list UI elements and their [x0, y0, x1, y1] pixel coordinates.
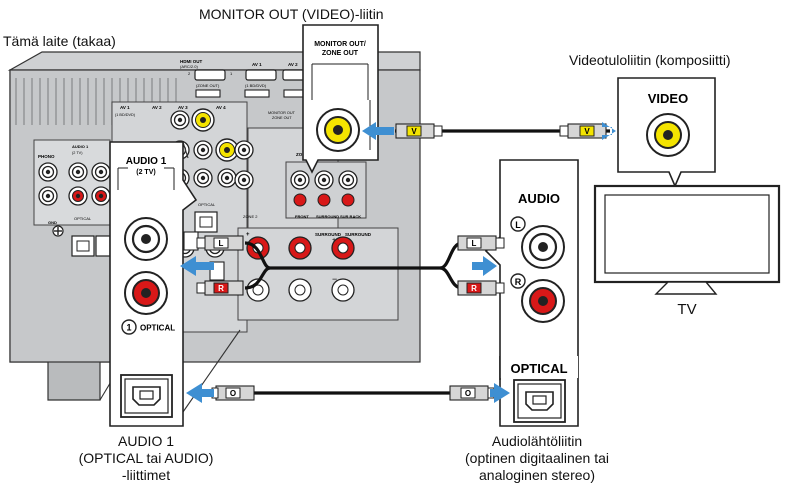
phono-label: PHONO [38, 154, 55, 159]
av1-sub-label-2: (1 BD/DVD) [115, 113, 136, 117]
optical-small-mid-label: OPTICAL [198, 202, 216, 207]
audio-out-optical-jack[interactable] [513, 379, 566, 423]
av1-label: AV 1 [120, 105, 130, 110]
optical-plug-label-2: O [465, 389, 471, 398]
optical-cable: O O [211, 385, 495, 401]
audio1-small-sub-label: (2 TV) [72, 151, 83, 155]
tv-illustration [593, 184, 781, 295]
signal-arrows [180, 122, 616, 403]
video-plug-left-label: V [411, 127, 417, 136]
left-plug-label-2: L [472, 239, 477, 248]
audio-out-r-mark: R [515, 277, 522, 287]
audio1-caption-line-1: AUDIO 1 [117, 433, 175, 449]
audio1-optical-jack[interactable] [120, 374, 173, 418]
surround-small-label: SURROUND [316, 214, 339, 219]
speaker-minus-mark: − [332, 274, 337, 284]
av1-top-label: AV 1 [252, 62, 262, 67]
audio-out-l-mark: L [515, 220, 521, 230]
optical-number-label: 1 [126, 323, 131, 333]
audio-out-right-jack[interactable] [521, 279, 565, 323]
zone-out-small-label-2: ZONE OUT [272, 116, 292, 120]
audio1-panel-sublabel: (2 TV) [136, 169, 155, 176]
audio1-small-label: AUDIO 1 [72, 144, 89, 149]
av4-label: AV 4 [216, 105, 226, 110]
audio-out-caption-line-2: (optinen digitaalinen tai [465, 450, 609, 466]
left-plug-label-1: L [219, 239, 224, 248]
right-plug-label-2: R [471, 284, 477, 293]
video-cable: V V [395, 123, 610, 139]
audio1-left-jack[interactable] [124, 217, 168, 261]
audio-out-caption-line-1: Audiolähtöliitin [491, 433, 583, 449]
surround-label: SURROUND [315, 232, 342, 237]
speaker-plus-mark-2: + [332, 237, 336, 244]
audio1-panel-label: AUDIO 1 [126, 156, 167, 167]
av2-top-label: AV 2 [288, 62, 298, 67]
device-title: Tämä laite (takaa) [3, 33, 116, 49]
monitor-out-title: MONITOR OUT (VIDEO)-liitin [199, 6, 384, 22]
hdmi-out-label: HDMI OUT [180, 59, 202, 64]
audio1-right-jack[interactable] [124, 271, 168, 315]
audio1-zoom-panel: AUDIO 1 (2 TV) 1 OPTICAL [109, 141, 198, 427]
av1-sub-label: (1 BD/DVD) [245, 83, 267, 88]
zone2-label: ZONE 2 [243, 214, 258, 219]
audio-out-optical-label: OPTICAL [510, 361, 567, 376]
arrow-analog-into-audio1 [180, 256, 214, 276]
monitor-out-panel-label: MONITOR OUT/ [314, 41, 366, 48]
hdmi-out-sub-label: (ARC/2.0) [180, 64, 198, 69]
monitor-out-small-label: MONITOR OUT [268, 111, 296, 115]
video-in-title: Videotuloliitin (komposiitti) [569, 52, 731, 68]
optical-plug-label-1: O [230, 389, 236, 398]
video-plug-right-label: V [584, 127, 590, 136]
audio-out-label: AUDIO [518, 191, 560, 206]
front-label: FRONT [295, 214, 309, 219]
video-in-panel: VIDEO [617, 77, 716, 189]
sur-back-label: SUR.BACK [340, 214, 361, 219]
audio1-caption-line-3: -liittimet [121, 467, 171, 483]
analog-audio-plugs: L R L R [196, 235, 505, 296]
video-label: VIDEO [648, 91, 688, 106]
gnd-label: GND [48, 220, 57, 225]
audio-out-caption-line-3: analoginen stereo) [479, 467, 595, 483]
monitor-out-video-jack[interactable] [316, 108, 360, 152]
hdmi-2-label: 2 [188, 71, 191, 76]
arrow-analog-from-audio-out [472, 256, 497, 276]
surround-label-2: SURROUND [345, 232, 372, 237]
audio-out-left-jack[interactable] [521, 225, 565, 269]
optical-small-left-label: OPTICAL [74, 216, 92, 221]
speaker-terminals [246, 236, 355, 302]
right-plug-label-1: R [218, 284, 224, 293]
arrow-optical-from-audio-out [490, 383, 510, 403]
av3-label: AV 3 [178, 105, 188, 110]
monitor-out-zoom-panel: MONITOR OUT/ ZONE OUT [302, 24, 379, 174]
speaker-plus-mark: + [246, 232, 250, 238]
av2-label: AV 2 [152, 105, 162, 110]
arrow-video-into-monitor-out [362, 122, 394, 140]
tv-video-jack[interactable] [646, 113, 690, 157]
optical-left-label: OPTICAL [140, 324, 175, 333]
tv-label: TV [677, 301, 697, 318]
arrow-optical-into-audio1 [186, 383, 214, 403]
hdmi-1-label: 1 [230, 71, 233, 76]
zone-out-small-label: (ZONE OUT) [196, 83, 220, 88]
audio1-caption-line-2: (OPTICAL tai AUDIO) [78, 450, 214, 466]
arrow-video-into-tv [602, 122, 616, 140]
monitor-out-panel-sublabel: ZONE OUT [322, 50, 359, 57]
